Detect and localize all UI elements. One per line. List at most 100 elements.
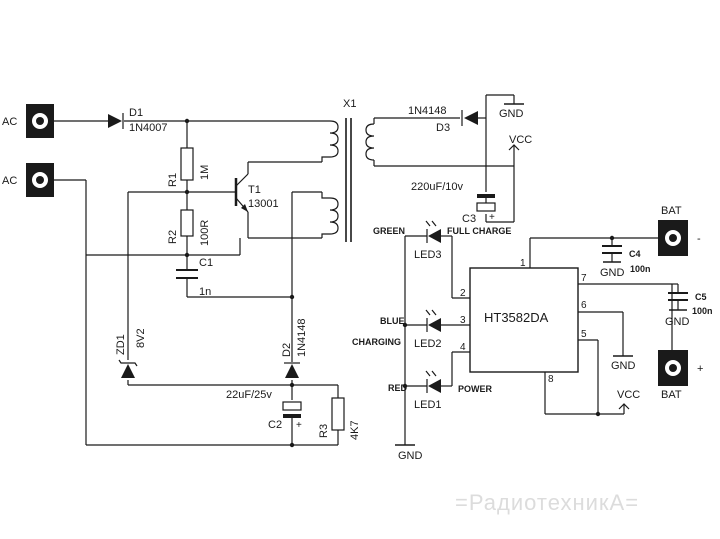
led-wires <box>404 235 470 445</box>
blue-label: BLUE <box>380 316 405 326</box>
battery-connector-minus <box>658 220 688 256</box>
t1-part-label: 13001 <box>248 198 279 210</box>
secondary-wires <box>373 94 515 223</box>
gnd-led-label: GND <box>398 450 423 462</box>
led1 <box>425 370 441 393</box>
bat-minus-label: - <box>697 233 701 245</box>
c5-label: C5 <box>695 292 707 302</box>
ac-connector-2 <box>26 163 54 197</box>
d1-part-label: 1N4007 <box>129 122 168 134</box>
capacitor-c1 <box>176 269 198 279</box>
pin2-label: 2 <box>460 288 466 299</box>
ic-ht3582da <box>469 267 579 373</box>
vcc-ic-label: VCC <box>617 389 640 401</box>
c3-label: C3 <box>462 213 476 225</box>
c2-value: 22uF/25v <box>226 389 272 401</box>
junction-dot <box>184 189 190 195</box>
resistor-r3 <box>331 397 345 431</box>
diode-d2 <box>284 362 300 378</box>
led3-label: LED3 <box>414 249 442 261</box>
led3 <box>425 220 441 243</box>
c2-plus-sign: + <box>296 420 302 431</box>
gnd-c4-label: GND <box>600 267 625 279</box>
capacitor-c5 <box>668 292 688 311</box>
resistor-r1 <box>180 147 194 181</box>
d1-label: D1 <box>129 107 143 119</box>
bat-bottom-label: BAT <box>661 389 682 401</box>
c3-plus-sign: + <box>489 212 495 223</box>
d3-label: D3 <box>436 122 450 134</box>
vcc-top-label: VCC <box>509 134 532 146</box>
capacitor-c4 <box>602 245 622 263</box>
junction-dot <box>289 442 295 448</box>
c1-label: C1 <box>199 257 213 269</box>
pin3-label: 3 <box>460 315 466 326</box>
resistor-r2 <box>180 209 194 237</box>
c3-value: 220uF/10v <box>411 181 463 193</box>
vcc-arrow-icon <box>618 403 630 410</box>
watermark: =РадиотехникА= <box>455 490 639 515</box>
led2-label: LED2 <box>414 338 442 350</box>
pin1-label: 1 <box>520 258 526 269</box>
junction-dot <box>184 118 190 124</box>
r3-label: R3 <box>318 424 330 438</box>
diode-d3 <box>461 110 478 126</box>
red-label: RED <box>388 383 408 393</box>
led1-label: LED1 <box>414 399 442 411</box>
gnd-pin6-label: GND <box>611 360 636 372</box>
pin4-label: 4 <box>460 342 466 353</box>
primary-wires <box>54 120 339 446</box>
green-label: GREEN <box>373 226 405 236</box>
c4-value: 100n <box>630 264 651 274</box>
ac1-label: AC <box>2 116 17 128</box>
power-label: POWER <box>458 384 493 394</box>
ic-wires <box>529 237 679 415</box>
d3-part-label: 1N4148 <box>408 105 447 117</box>
zd1-value: 8V2 <box>135 328 147 348</box>
junction-dot <box>609 235 615 241</box>
r2-value: 100R <box>199 220 211 246</box>
junction-dot <box>595 411 601 417</box>
diode-d1 <box>108 113 124 129</box>
r1-label: R1 <box>167 173 179 187</box>
junction-dot <box>289 382 295 388</box>
r1-value: 1M <box>199 165 211 180</box>
bat-plus-label: + <box>697 363 703 375</box>
gnd-c5-label: GND <box>665 316 690 328</box>
bat-top-label: BAT <box>661 205 682 217</box>
zd1-label: ZD1 <box>115 334 127 355</box>
full-charge-label: FULL CHARGE <box>447 226 511 236</box>
junction-dot <box>402 383 408 389</box>
battery-connector-plus <box>658 350 688 386</box>
junction-dot <box>184 252 190 258</box>
ac-connector-1 <box>26 104 54 138</box>
t1-label: T1 <box>248 184 261 196</box>
d2-label: D2 <box>281 343 293 357</box>
pin8-label: 8 <box>548 374 554 385</box>
pin6-label: 6 <box>581 300 587 311</box>
junction-dot <box>289 294 295 300</box>
c5-value: 100n <box>692 306 713 316</box>
capacitor-c2 <box>282 401 302 425</box>
r2-label: R2 <box>167 230 179 244</box>
gnd-top-label: GND <box>499 108 524 120</box>
pin7-label: 7 <box>581 273 587 284</box>
led2 <box>425 309 441 332</box>
zener-zd1 <box>118 359 138 378</box>
d2-part-label: 1N4148 <box>296 318 308 357</box>
c2-label: C2 <box>268 419 282 431</box>
x1-label: X1 <box>343 98 356 110</box>
transistor-t1 <box>234 173 249 213</box>
r3-value: 4K7 <box>349 420 361 440</box>
c1-value: 1n <box>199 286 211 298</box>
capacitor-c3 <box>476 194 496 212</box>
ic-label: HT3582DA <box>484 310 549 325</box>
ac2-label: AC <box>2 175 17 187</box>
c4-label: C4 <box>629 249 641 259</box>
transformer-x1 <box>321 118 375 242</box>
pin5-label: 5 <box>581 329 587 340</box>
junction-dot <box>402 322 408 328</box>
charging-label: CHARGING <box>352 337 401 347</box>
